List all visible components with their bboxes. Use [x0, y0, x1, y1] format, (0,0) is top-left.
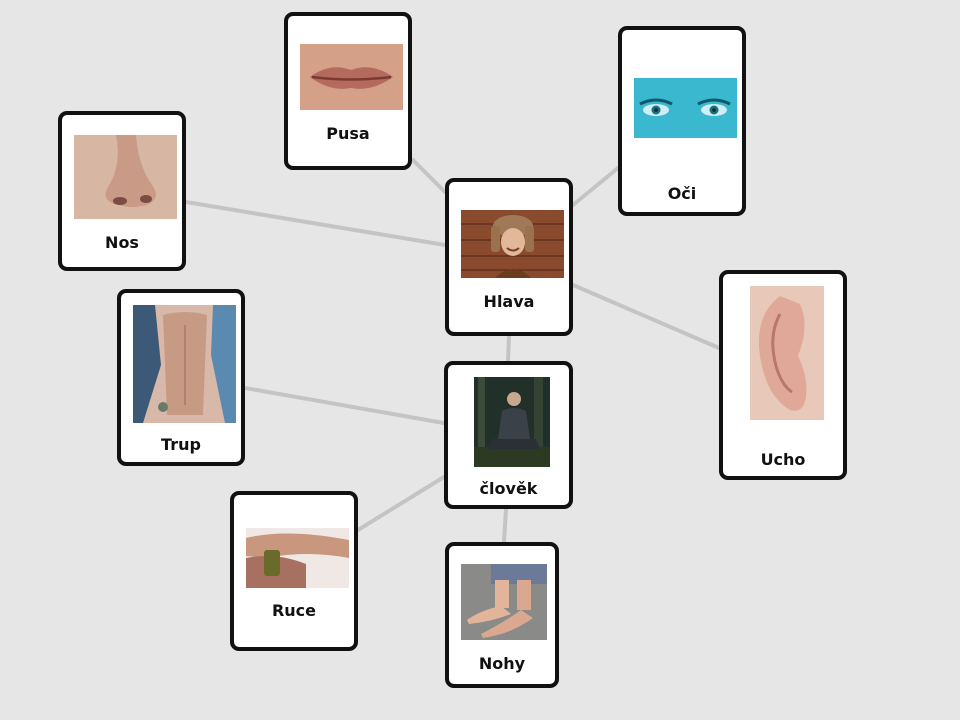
card-label-clovek: člověk — [479, 479, 538, 498]
card-label-ruce: Ruce — [271, 601, 317, 620]
edge-hlava-pusa — [411, 158, 447, 194]
card-label-hlava: Hlava — [483, 292, 535, 311]
photo-person-sitting-in-forest — [474, 377, 550, 467]
card-label-pusa: Pusa — [326, 124, 370, 143]
card-pusa[interactable]: Pusa — [284, 12, 412, 170]
photo-ear — [750, 286, 824, 420]
card-label-nohy: Nohy — [478, 654, 526, 673]
edge-clovek-ruce — [356, 475, 446, 532]
card-nohy[interactable]: Nohy — [445, 542, 559, 688]
card-clovek[interactable]: člověk — [444, 361, 573, 509]
card-label-nos: Nos — [105, 233, 139, 252]
card-trup[interactable]: Trup — [117, 289, 245, 466]
edge-hlava-nos — [184, 200, 447, 247]
photo-torso — [133, 305, 236, 423]
photo-smiling-man-fur-hat — [461, 210, 564, 278]
photo-hands — [246, 528, 349, 588]
edge-hlava-ucho — [571, 283, 721, 350]
card-label-trup: Trup — [161, 435, 201, 454]
card-ruce[interactable]: Ruce — [230, 491, 358, 651]
card-nos[interactable]: Nos — [58, 111, 186, 271]
edge-clovek-nohy — [502, 507, 508, 544]
photo-lips — [300, 44, 403, 110]
edge-clovek-trup — [243, 386, 446, 425]
photo-blue-eyes — [634, 78, 737, 138]
photo-nose — [74, 135, 177, 219]
card-ucho[interactable]: Ucho — [719, 270, 847, 480]
card-oci[interactable]: Oči — [618, 26, 746, 216]
edge-hlava-oci — [571, 166, 620, 207]
card-label-ucho: Ucho — [760, 450, 806, 469]
edge-hlava-clovek — [506, 334, 511, 363]
photo-bare-feet — [461, 564, 547, 640]
card-label-oci: Oči — [667, 184, 697, 203]
card-hlava[interactable]: Hlava — [445, 178, 573, 336]
